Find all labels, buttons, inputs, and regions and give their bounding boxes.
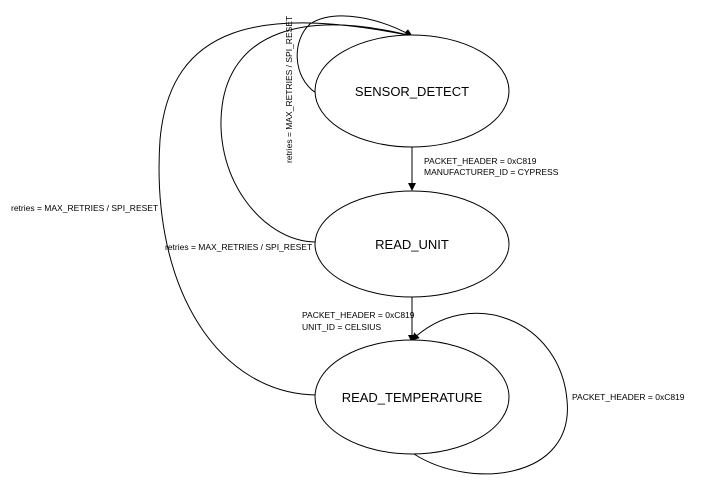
label-temperature-self-loop: PACKET_HEADER = 0xC819 xyxy=(572,392,685,402)
state-read-unit: READ_UNIT xyxy=(314,190,510,298)
label-detect-self-loop: retries = MAX_RETRIES / SPI_RESET xyxy=(284,16,294,163)
state-read-unit-label: READ_UNIT xyxy=(375,237,449,252)
edge-sensor-detect-self-loop xyxy=(296,15,413,94)
state-sensor-detect-label: SENSOR_DETECT xyxy=(355,84,469,99)
label-detect-to-unit-line-2: MANUFACTURER_ID = CYPRESS xyxy=(424,167,559,177)
label-detect-to-unit-line-1: PACKET_HEADER = 0xC819 xyxy=(424,156,537,166)
label-unit-to-temperature-line-2: UNIT_ID = CELSIUS xyxy=(302,322,381,332)
label-unit-to-temperature-line-1: PACKET_HEADER = 0xC819 xyxy=(302,310,415,320)
edge-read-temperature-self-loop xyxy=(411,312,568,475)
state-read-temperature-label: READ_TEMPERATURE xyxy=(342,390,483,405)
edge-read-temperature-to-sensor-detect xyxy=(158,22,413,396)
label-temperature-to-detect: retries = MAX_RETRIES / SPI_RESET xyxy=(11,203,158,213)
state-sensor-detect: SENSOR_DETECT xyxy=(314,34,510,148)
edge-read-unit-to-sensor-detect xyxy=(220,24,413,243)
label-unit-to-detect: retries = MAX_RETRIES / SPI_RESET xyxy=(165,242,312,252)
state-read-temperature: READ_TEMPERATURE xyxy=(314,339,510,455)
